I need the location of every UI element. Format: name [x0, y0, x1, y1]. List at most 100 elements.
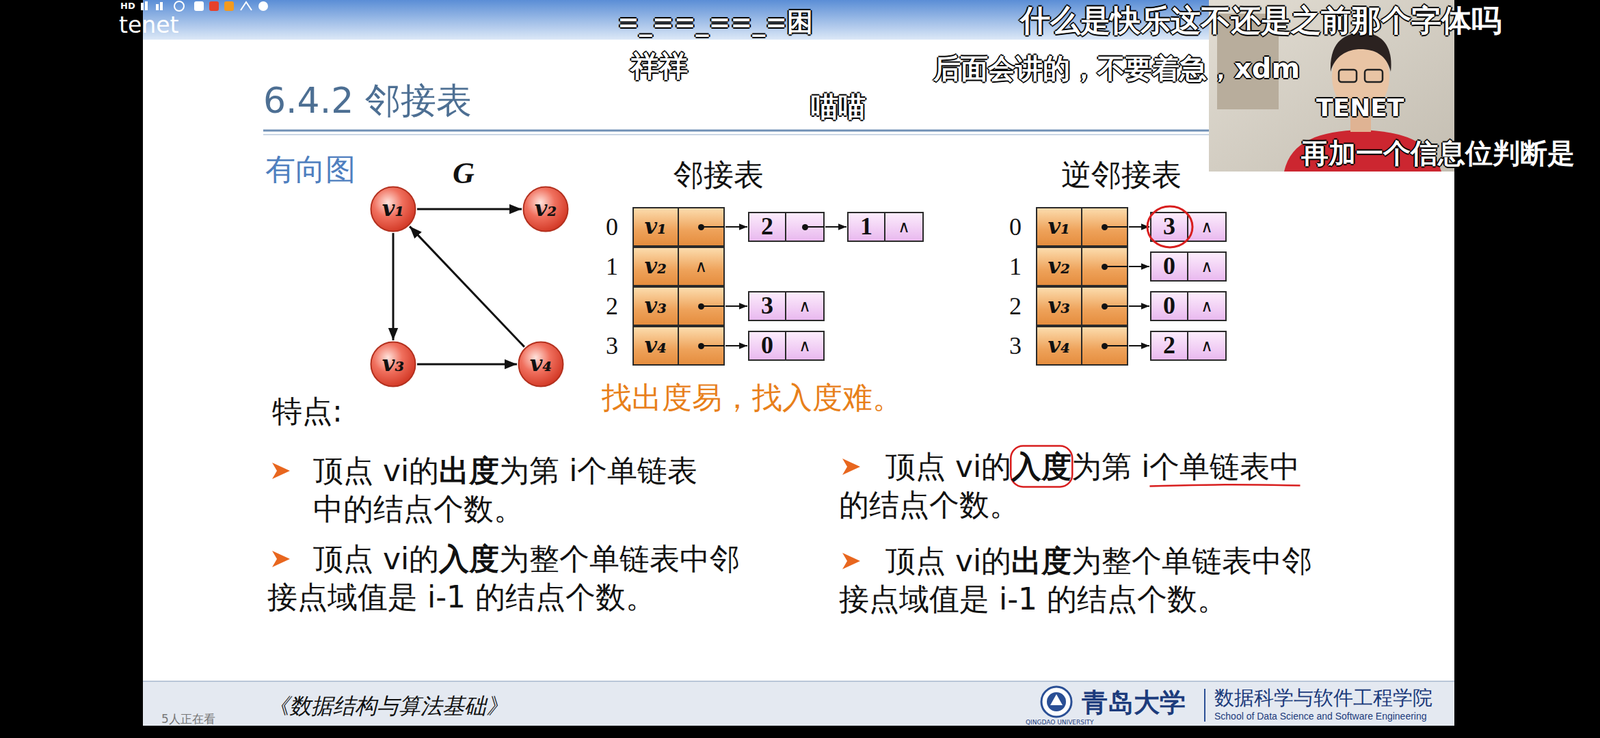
- keyword-text: 出度: [1011, 543, 1072, 579]
- slide-footer-band: [142, 681, 1455, 727]
- data-field: 3: [749, 292, 787, 320]
- row-index: 1: [1009, 252, 1022, 281]
- adjacent-index: 3: [1163, 213, 1176, 241]
- row-index-block: 2: [605, 291, 619, 322]
- pointer-field: ∧: [1188, 332, 1226, 360]
- data-field: 0: [1151, 292, 1189, 320]
- graph-arc: [417, 208, 522, 211]
- vertex-label: v₄: [1047, 333, 1071, 358]
- section-label-block: 有向图: [265, 151, 356, 189]
- status-icon: [144, 1, 148, 11]
- footer-divider: [1204, 689, 1206, 723]
- webcam-person: [1338, 69, 1357, 83]
- data-field: 2: [749, 213, 787, 241]
- graph-name: G: [452, 156, 475, 191]
- pointer-field: [786, 213, 824, 241]
- university-name-en: QINGDAO UNIVERSITY: [1025, 719, 1095, 727]
- data-field: 1: [848, 213, 886, 241]
- table-heading: 逆邻接表: [1061, 157, 1182, 193]
- vertex-label: v₂: [1047, 254, 1071, 279]
- status-icon: [140, 2, 144, 11]
- head-node-cell: v₂∧: [632, 246, 725, 287]
- adjacent-index: 1: [860, 213, 873, 241]
- university-logo: [1046, 692, 1066, 712]
- status-icon: [194, 1, 204, 11]
- pointer-field: [678, 327, 725, 365]
- head-node-cell: v₁: [1035, 207, 1129, 247]
- row-index: 2: [605, 292, 619, 320]
- bullet-text: 顶点 vi的: [313, 453, 439, 489]
- status-icon: [258, 1, 269, 11]
- vertex-label-box: v₁: [369, 185, 417, 233]
- list-node-cell: 1∧: [847, 211, 924, 243]
- bullet-arrow: [842, 458, 861, 476]
- pointer-arrow: [725, 345, 748, 347]
- data-field: v₁: [633, 208, 679, 246]
- head-node-cell: v₄: [632, 326, 725, 366]
- pointer-arrow: [1128, 265, 1150, 268]
- vertex-circle: v₂: [522, 185, 569, 233]
- row-index-block: 3: [1009, 331, 1022, 362]
- pointer-dot: [1101, 343, 1108, 350]
- status-icon: [155, 4, 159, 11]
- table-heading-block: 邻接表: [673, 157, 764, 194]
- pointer-field: ∧: [1188, 292, 1226, 320]
- university-name-en-block: QINGDAO UNIVERSITY: [1025, 719, 1095, 727]
- list-node-cell: 0∧: [748, 330, 825, 362]
- pointer-field: [678, 287, 725, 325]
- pointer-dot: [1101, 303, 1108, 310]
- section-label: 特点:: [272, 393, 343, 429]
- danmaku-comment-block: 祥祥: [630, 49, 688, 84]
- vertex-label: v₄: [644, 333, 667, 358]
- danmaku-comment-block: TENET: [1316, 92, 1404, 123]
- pointer-field: [1082, 287, 1128, 325]
- bullet-arrow: [272, 551, 290, 568]
- graph-arc: [417, 363, 517, 366]
- pointer-field: [1082, 327, 1128, 365]
- vertex-label: v₁: [644, 214, 667, 239]
- pointer-dot: [698, 343, 705, 350]
- annotation-circle: [1010, 446, 1073, 488]
- vertex-label-box: v₄: [517, 341, 565, 388]
- status-icon: [174, 1, 184, 11]
- note-text-block: 找出度易，找入度难。: [601, 380, 903, 417]
- list-node-cell: 2: [748, 211, 825, 243]
- null-pointer: ∧: [798, 297, 811, 316]
- school-name-block: 数据科学与软件工程学院: [1214, 686, 1433, 711]
- pointer-field: ∧: [678, 248, 725, 286]
- danmaku-comment-block: 后面会讲的，不要着急，xdm: [933, 51, 1300, 85]
- null-pointer: ∧: [1200, 218, 1213, 236]
- pointer-arrow: [1128, 305, 1150, 308]
- vertex-circle: v₁: [369, 185, 417, 233]
- row-index-block: 0: [1009, 212, 1022, 243]
- status-bar-text-block: HD: [120, 0, 136, 12]
- adjacent-index: 2: [1163, 332, 1176, 360]
- null-pointer: ∧: [1200, 337, 1213, 355]
- university-logo: [1041, 687, 1072, 718]
- pointer-arrow: [725, 305, 748, 308]
- danmaku-comment: 后面会讲的，不要着急，xdm: [933, 52, 1300, 85]
- data-field: 2: [1151, 332, 1189, 360]
- vertex-label: v₂: [534, 196, 558, 221]
- pointer-line: [700, 226, 725, 228]
- bullet-text-block: 顶点 vi的出度为第 i个单链表中的结点个数。: [313, 451, 724, 529]
- pointer-dot: [1101, 263, 1108, 271]
- pointer-dot: [698, 303, 705, 310]
- row-index-block: 1: [1009, 252, 1022, 282]
- null-pointer: ∧: [1200, 297, 1213, 316]
- danmaku-comment: 喵喵: [810, 90, 866, 123]
- pointer-dot: [802, 224, 809, 231]
- row-index: 0: [1009, 213, 1022, 241]
- danmaku-comment: 祥祥: [630, 49, 688, 83]
- bullet-text-block: 顶点 vi的入度为第 i个单链表中的结点个数。: [838, 447, 1304, 525]
- adjacent-index: 0: [1163, 292, 1176, 320]
- bullet-text: 顶点 vi的: [313, 541, 439, 577]
- pointer-field: [678, 208, 725, 246]
- section-label: 有向图: [265, 151, 356, 187]
- pointer-field: ∧: [1188, 213, 1226, 241]
- danmaku-comment: 什么是快乐这不还是之前那个字体吗: [1020, 2, 1502, 38]
- vertex-label: v₁: [1047, 214, 1071, 239]
- course-name: 《数据结构与算法基础》: [267, 694, 509, 719]
